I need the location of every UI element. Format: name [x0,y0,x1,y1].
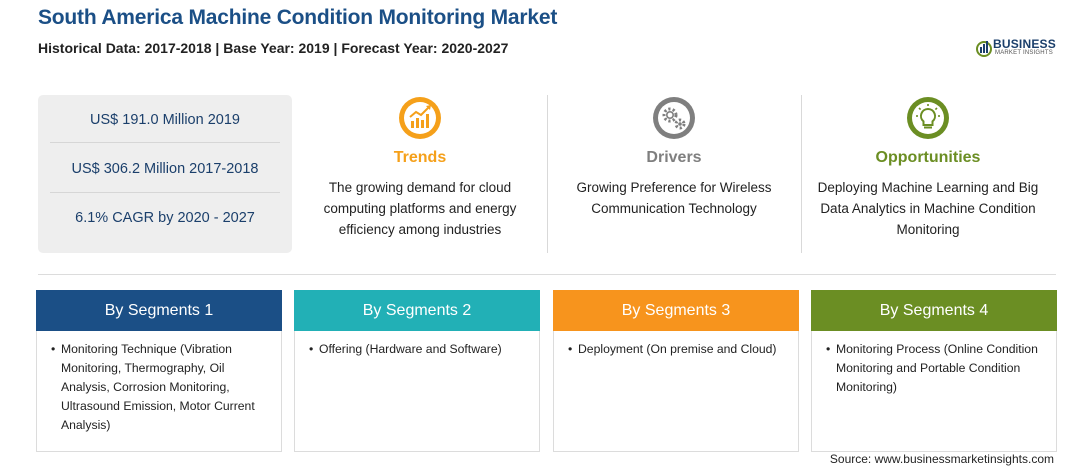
stat-divider [50,192,280,193]
segment-item: Monitoring Technique (Vibration Monitori… [61,342,255,432]
segment-card-4: By Segments 4 • Monitoring Process (Onlin… [811,290,1057,452]
logo-globe-icon [976,41,992,57]
segment-item: Monitoring Process (Online Condition Mon… [836,342,1038,394]
stat-divider [50,142,280,143]
insight-opportunities: Opportunities Deploying Machine Learning… [810,95,1046,255]
bullet-icon: • [51,342,56,356]
market-stats-panel: US$ 191.0 Million 2019 US$ 306.2 Million… [38,95,292,253]
logo-tagline: MARKET INSIGHTS [995,50,1053,56]
bullet-icon: • [309,342,314,356]
insight-trends: Trends The growing demand for cloud comp… [308,95,532,255]
insight-text: The growing demand for cloud computing p… [323,180,517,237]
column-divider [801,95,802,253]
segment-item: Deployment (On premise and Cloud) [578,342,777,356]
source-note: Source: www.businessmarketinsights.com [829,452,1054,466]
page-title: South America Machine Condition Monitori… [38,6,558,29]
stat-market-value-historical: US$ 306.2 Million 2017-2018 [71,161,259,177]
gears-icon [653,97,695,139]
bullet-icon: • [826,342,831,356]
column-divider [547,95,548,253]
segment-card-3: By Segments 3 • Deployment (On premise an… [553,290,799,452]
insight-text: Deploying Machine Learning and Big Data … [817,180,1039,237]
lightbulb-icon [907,97,949,139]
section-divider [38,274,1056,275]
segment-title: By Segments 2 [294,290,540,331]
segment-card-2: By Segments 2 • Offering (Hardware and So… [294,290,540,452]
logo-name: BUSINESS [993,37,1056,51]
segment-title: By Segments 1 [36,290,282,331]
insight-heading: Opportunities [875,149,981,166]
bullet-icon: • [568,342,573,356]
segment-item: Offering (Hardware and Software) [319,342,502,356]
company-logo[interactable]: BUSINESS MARKET INSIGHTS [976,36,1066,60]
segment-card-1: By Segments 1 • Monitoring Technique (Vib… [36,290,282,452]
segment-title: By Segments 4 [811,290,1057,331]
insight-heading: Drivers [646,149,702,166]
trend-chart-icon [399,97,441,139]
insight-heading: Trends [393,149,447,166]
stat-market-value-2019: US$ 191.0 Million 2019 [90,112,240,128]
segment-title: By Segments 3 [553,290,799,331]
insight-drivers: Drivers Growing Preference for Wireless … [562,95,786,255]
insight-text: Growing Preference for Wireless Communic… [576,180,772,216]
page-subtitle: Historical Data: 2017-2018 | Base Year: … [38,40,509,56]
stat-cagr: 6.1% CAGR by 2020 - 2027 [75,210,255,226]
